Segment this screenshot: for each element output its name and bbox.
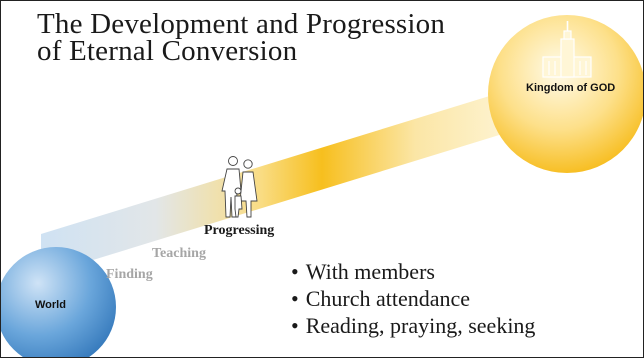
kingdom-label: Kingdom of GOD <box>526 82 616 94</box>
finding-label: Finding <box>106 267 153 282</box>
slide-title: The Development and Progression of Etern… <box>37 8 446 67</box>
title-line-1: The Development and Progression <box>37 8 446 40</box>
bullet-item: Reading, praying, seeking <box>291 312 536 339</box>
title-line-2: of Eternal Conversion <box>37 35 298 67</box>
progressing-label: Progressing <box>204 223 275 238</box>
world-label: World <box>35 299 66 311</box>
bullet-item: Church attendance <box>291 285 535 312</box>
bullet-list: With members Church attendance Reading, … <box>291 258 536 339</box>
family-silhouette-icon <box>221 156 258 218</box>
kingdom-circle <box>488 15 643 173</box>
temple-icon <box>542 21 592 78</box>
teaching-label: Teaching <box>152 246 206 261</box>
bullet-item: With members <box>291 258 535 285</box>
progression-band <box>41 74 561 276</box>
world-circle <box>1 247 116 357</box>
